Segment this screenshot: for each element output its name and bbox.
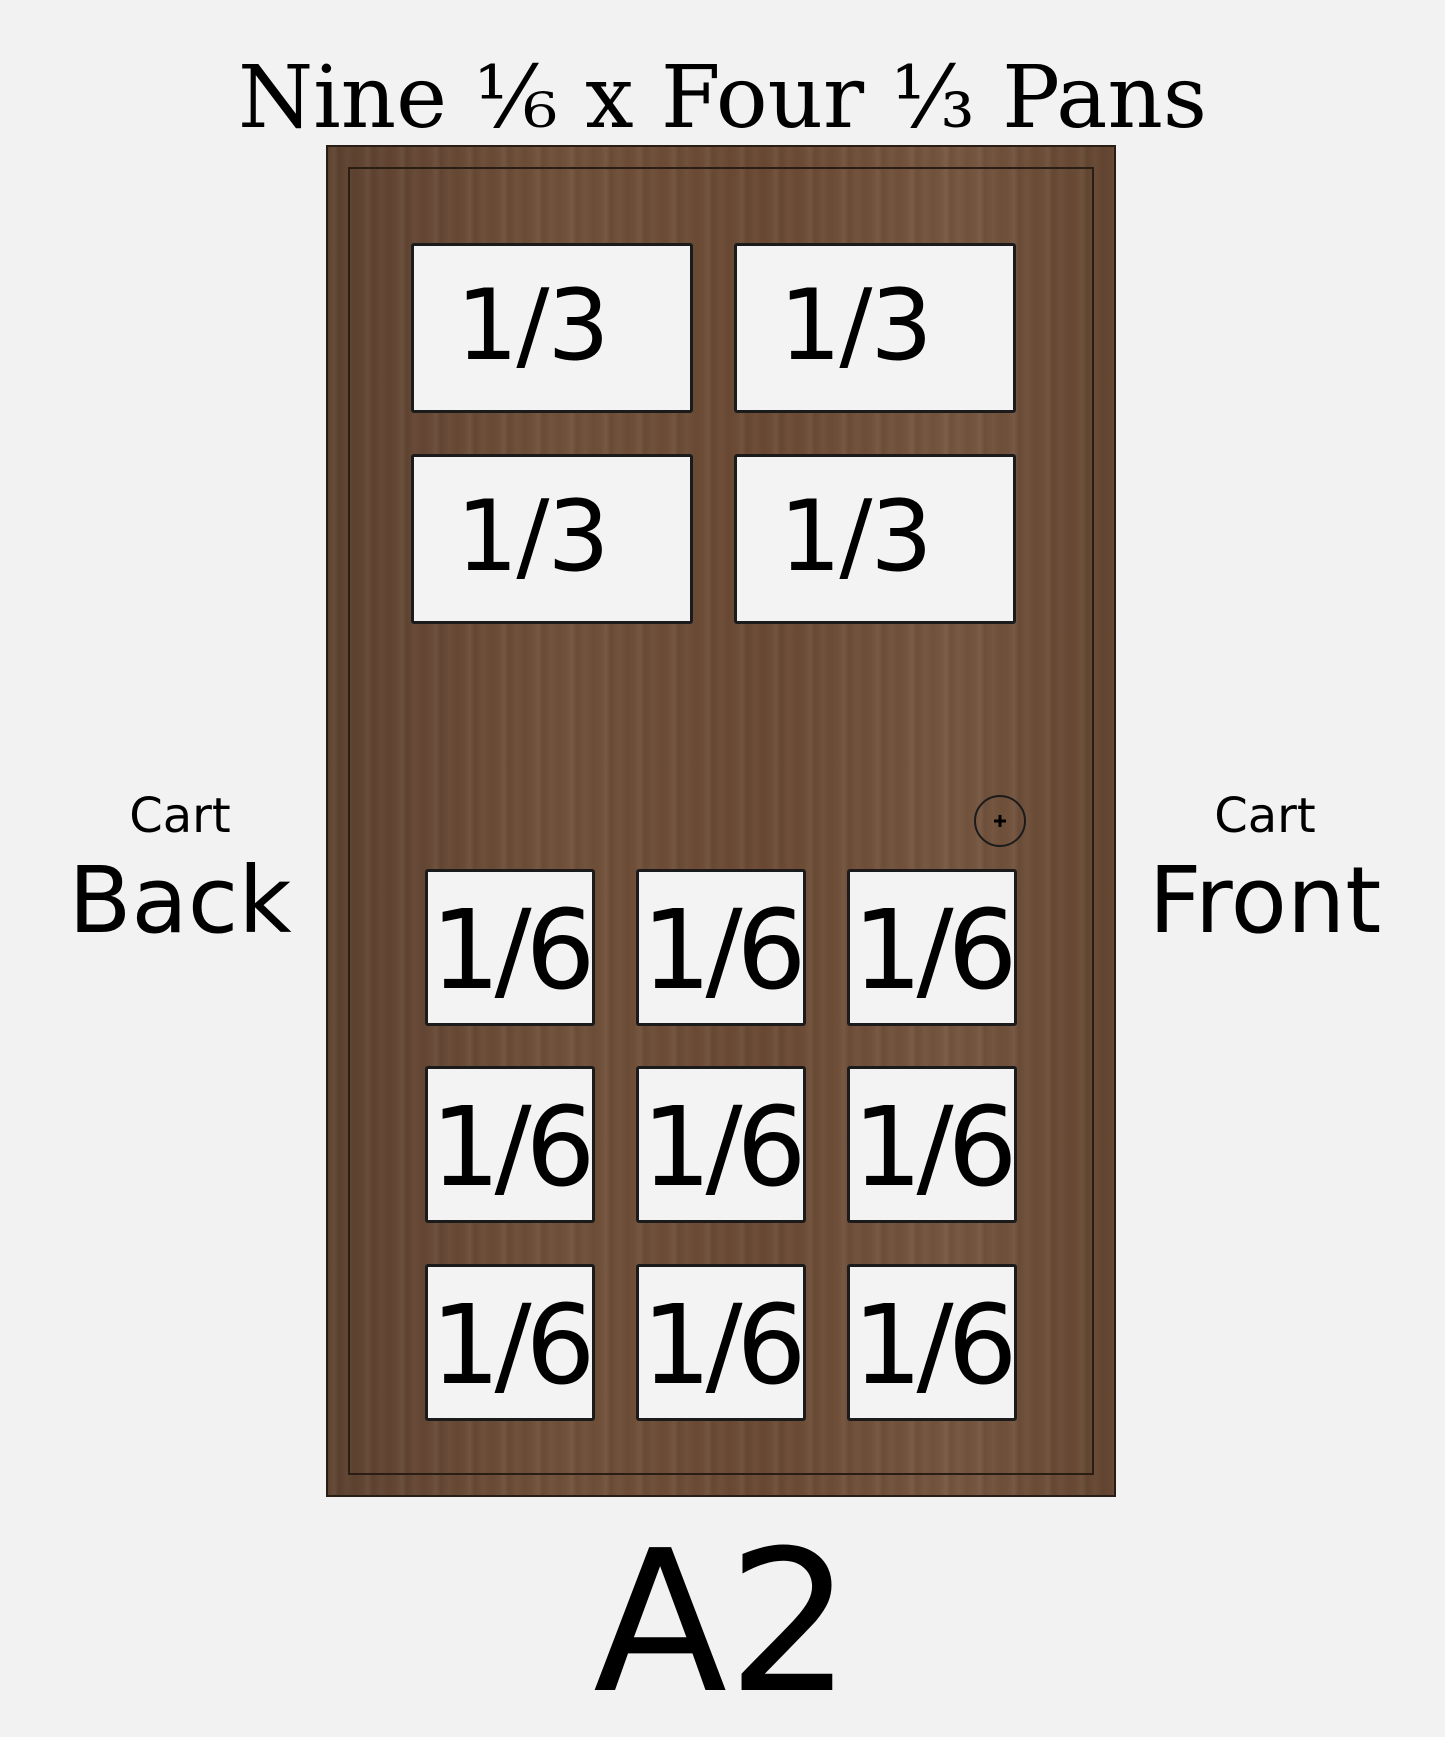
cart-back-big-text: Back <box>68 847 292 954</box>
pan-third-2: 1/3 <box>734 243 1016 413</box>
pan-sixth-2: 1/6 <box>636 869 806 1026</box>
board-inner-border <box>348 167 1094 1475</box>
cart-id-caption: A2 <box>593 1509 852 1737</box>
pan-sixth-6: 1/6 <box>847 1066 1017 1223</box>
pan-sixth-8: 1/6 <box>636 1264 806 1421</box>
pan-third-1: 1/3 <box>411 243 693 413</box>
pan-sixth-1: 1/6 <box>425 869 595 1026</box>
cart-back-small-text: Cart <box>129 788 231 844</box>
pan-sixth-7: 1/6 <box>425 1264 595 1421</box>
pan-third-4: 1/3 <box>734 454 1016 624</box>
cart-front-small-text: Cart <box>1214 788 1316 844</box>
pan-third-3: 1/3 <box>411 454 693 624</box>
pan-sixth-4: 1/6 <box>425 1066 595 1223</box>
plus-circle-icon <box>974 795 1026 847</box>
diagram-title: Nine ⅙ x Four ⅓ Pans <box>238 48 1207 148</box>
cart-front-label: Cart Front <box>1140 786 1390 956</box>
pan-sixth-5: 1/6 <box>636 1066 806 1223</box>
pan-sixth-9: 1/6 <box>847 1264 1017 1421</box>
cart-back-label: Cart Back <box>60 786 300 956</box>
pan-sixth-3: 1/6 <box>847 869 1017 1026</box>
cart-front-big-text: Front <box>1148 847 1382 954</box>
